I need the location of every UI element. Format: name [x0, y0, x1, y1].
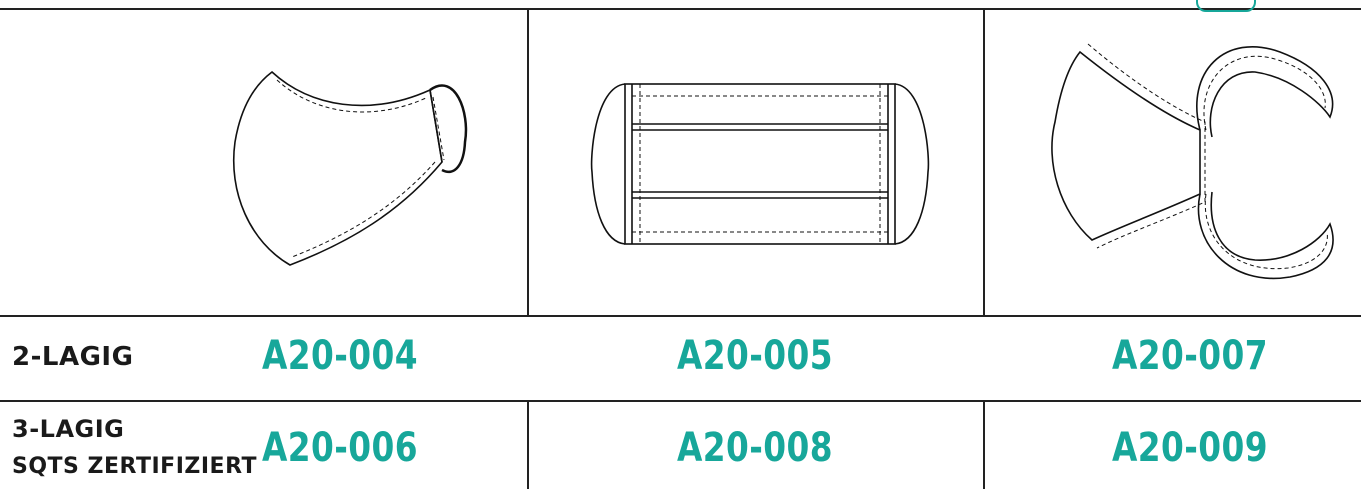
row-label-3-lagig: 3-LAGIG SQTS ZERTIFIZIERT: [12, 410, 257, 486]
column-divider-1-bottom: [527, 400, 529, 489]
mask-front-pleated-icon: [590, 83, 930, 245]
article-code-a20-007: A20-007: [1112, 333, 1268, 379]
article-code-a20-008: A20-008: [677, 425, 833, 471]
row-divider-2: [0, 400, 1361, 402]
row-divider-1: [0, 315, 1361, 317]
article-code-a20-009: A20-009: [1112, 425, 1268, 471]
row-label-line: 3-LAGIG: [12, 415, 125, 443]
column-divider-1: [527, 10, 529, 315]
mask-side-tie-icon: [1051, 43, 1334, 280]
article-code-a20-004: A20-004: [262, 333, 418, 379]
mask-side-view-icon: [232, 70, 468, 266]
row-label-line: SQTS ZERTIFIZIERT: [12, 454, 258, 479]
article-code-a20-005: A20-005: [677, 333, 833, 379]
row-label-line: 2-LAGIG: [12, 342, 134, 372]
column-divider-2-bottom: [983, 400, 985, 489]
article-code-a20-006: A20-006: [262, 425, 418, 471]
column-divider-2: [983, 10, 985, 315]
corner-badge: [1196, 0, 1256, 12]
top-border: [0, 8, 1361, 10]
row-label-2-lagig: 2-LAGIG: [12, 342, 133, 372]
